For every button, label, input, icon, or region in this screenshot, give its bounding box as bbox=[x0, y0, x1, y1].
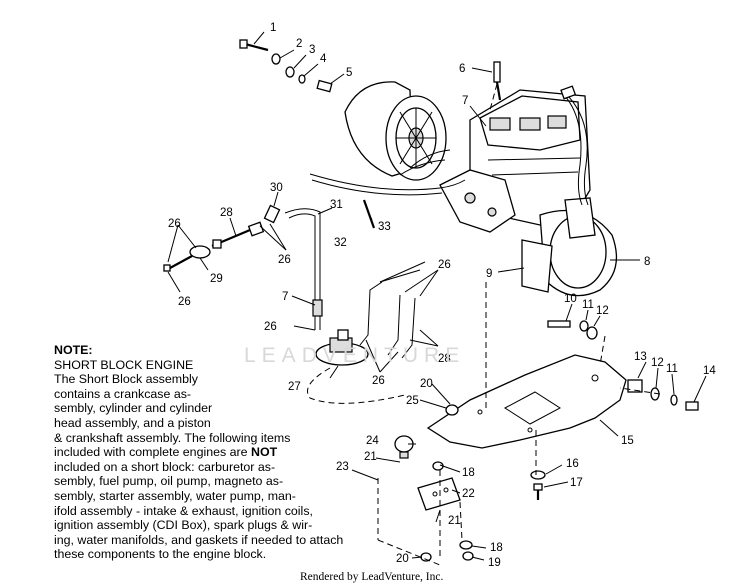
callout-3: 3 bbox=[309, 44, 315, 56]
note-line-start: included with complete engines are bbox=[54, 445, 251, 460]
oil-pump-part bbox=[315, 329, 369, 366]
watermark: LEADVENTURE bbox=[244, 344, 466, 367]
note-line: included on a short block: carburetor as… bbox=[54, 459, 276, 474]
spacer-part bbox=[627, 379, 643, 393]
note-line: ignition assembly (CDI Box), spark plugs… bbox=[54, 518, 313, 533]
callout-32: 32 bbox=[334, 237, 347, 249]
callout-27: 27 bbox=[288, 381, 301, 393]
callout-7b: 7 bbox=[282, 291, 288, 303]
callout-4: 4 bbox=[320, 53, 327, 65]
callout-28a: 28 bbox=[220, 207, 233, 219]
spark-plug-part bbox=[493, 61, 502, 101]
callout-26a: 26 bbox=[168, 218, 181, 230]
nut-part bbox=[285, 66, 295, 78]
note-line: The Short Block assembly bbox=[54, 372, 198, 387]
callout-1: 1 bbox=[270, 22, 276, 34]
callout-21b: 21 bbox=[448, 515, 461, 527]
spark-plug-wire bbox=[564, 95, 583, 206]
note-line: ing, water manifolds, and gaskets if nee… bbox=[54, 532, 344, 547]
callout-20: 20 bbox=[420, 378, 433, 390]
callout-6: 6 bbox=[459, 63, 465, 75]
callout-26d: 26 bbox=[264, 321, 277, 333]
note-heading: NOTE: bbox=[54, 343, 93, 357]
callout-12b: 12 bbox=[651, 357, 664, 369]
note-line: these components to the engine block. bbox=[54, 547, 267, 562]
washer-part bbox=[298, 74, 306, 84]
note-emphasis: NOT bbox=[251, 445, 278, 460]
engine-block-part bbox=[439, 89, 618, 297]
callout-33: 33 bbox=[378, 221, 391, 233]
callout-26c: 26 bbox=[278, 254, 291, 266]
note-line: sembly, starter assembly, water pump, ma… bbox=[54, 488, 296, 503]
callout-21: 21 bbox=[364, 451, 377, 463]
oil-line bbox=[359, 281, 383, 346]
callout-13: 13 bbox=[634, 351, 647, 363]
callout-31: 31 bbox=[330, 199, 343, 211]
bracket-part bbox=[417, 477, 461, 511]
callout-23: 23 bbox=[336, 461, 349, 473]
callout-20b: 20 bbox=[396, 553, 409, 565]
callout-15: 15 bbox=[621, 435, 634, 447]
callout-26f: 26 bbox=[372, 375, 385, 387]
callout-11: 11 bbox=[582, 299, 594, 311]
note-line: SHORT BLOCK ENGINE bbox=[54, 357, 194, 372]
note-line: ifold assembly - intake & exhaust, ignit… bbox=[54, 503, 313, 518]
callout-18b: 18 bbox=[490, 542, 503, 554]
bolt-part bbox=[239, 39, 269, 52]
callout-18: 18 bbox=[462, 467, 475, 479]
note-line: head assembly, and a piston bbox=[54, 415, 211, 430]
washer-part bbox=[271, 53, 281, 65]
mounting-plate-part bbox=[426, 354, 627, 449]
callout-14: 14 bbox=[703, 365, 716, 377]
note-line: contains a crankcase as- bbox=[54, 386, 192, 401]
bolt-part bbox=[685, 401, 699, 411]
control-cable bbox=[309, 173, 466, 191]
callout-12: 12 bbox=[596, 305, 609, 317]
callout-5: 5 bbox=[346, 67, 352, 79]
callout-25: 25 bbox=[406, 395, 419, 407]
oil-line-assembly bbox=[163, 204, 323, 330]
callout-17: 17 bbox=[570, 477, 583, 489]
grommet-part bbox=[394, 435, 414, 459]
clutch-pulley-part bbox=[344, 81, 447, 181]
nut-part bbox=[462, 551, 474, 561]
callout-2: 2 bbox=[296, 38, 302, 50]
callout-29: 29 bbox=[210, 273, 223, 285]
nut-part bbox=[530, 470, 546, 480]
washer-part bbox=[579, 320, 589, 332]
nut-part bbox=[445, 404, 459, 416]
callout-26b: 26 bbox=[178, 296, 191, 308]
bolt-part bbox=[533, 483, 543, 500]
note-line: & crankshaft assembly. The following ite… bbox=[54, 430, 291, 445]
footer-credit: Rendered by LeadVenture, Inc. bbox=[300, 571, 444, 583]
callout-19: 19 bbox=[488, 557, 501, 569]
callout-9: 9 bbox=[486, 268, 492, 280]
washer-part bbox=[586, 326, 598, 340]
nut-part bbox=[459, 540, 473, 550]
callout-28b: 28 bbox=[438, 353, 451, 365]
callout-16: 16 bbox=[566, 458, 579, 470]
callout-11b: 11 bbox=[666, 363, 678, 375]
callout-24: 24 bbox=[366, 435, 379, 447]
washer-part bbox=[670, 394, 678, 406]
note-line: sembly, cylinder and cylinder bbox=[54, 401, 213, 416]
callout-10: 10 bbox=[564, 293, 577, 305]
callout-26e: 26 bbox=[438, 259, 451, 271]
callout-8: 8 bbox=[644, 256, 650, 268]
bolt-part bbox=[547, 320, 571, 328]
spacer-part bbox=[316, 79, 333, 93]
short-block-note: NOTE: SHORT BLOCK ENGINE The Short Block… bbox=[54, 343, 354, 562]
note-line-emphasis: included with complete engines are NOT bbox=[54, 445, 354, 460]
callout-7: 7 bbox=[462, 95, 468, 107]
callout-30: 30 bbox=[270, 182, 283, 194]
note-line: sembly, fuel pump, oil pump, magneto as- bbox=[54, 474, 284, 489]
callout-22: 22 bbox=[462, 488, 475, 500]
